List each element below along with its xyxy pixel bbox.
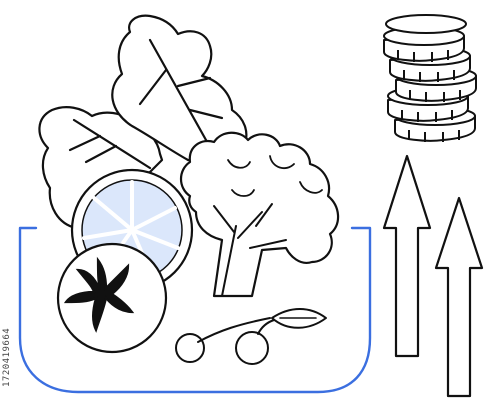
up-arrow-icon bbox=[434, 196, 484, 398]
leaf-icon bbox=[111, 14, 248, 166]
cherry-icon bbox=[175, 308, 327, 365]
bowl-shape bbox=[18, 226, 372, 394]
up-arrow-icon bbox=[382, 154, 432, 358]
stock-id-label: 1720419664 bbox=[2, 327, 12, 388]
broccoli-icon bbox=[179, 131, 340, 298]
coin-stack-icon bbox=[383, 14, 477, 142]
tomato-icon bbox=[56, 242, 168, 354]
